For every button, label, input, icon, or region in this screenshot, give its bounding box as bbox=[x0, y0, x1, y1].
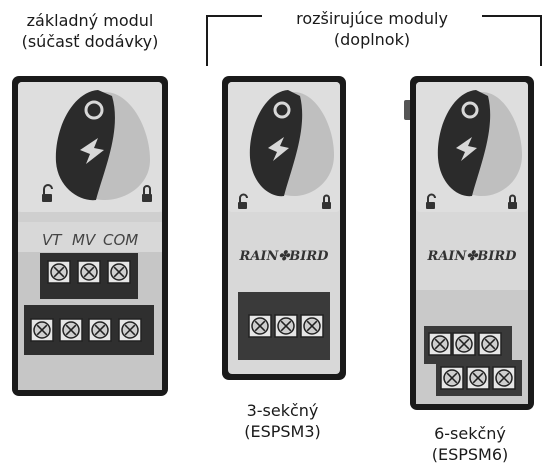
rain-bird-logo: RAIN✤BIRD bbox=[427, 249, 518, 264]
terminal-label-com: COM bbox=[103, 231, 138, 249]
lock-icon bbox=[508, 194, 517, 209]
terminal-screw bbox=[30, 318, 54, 342]
terminal-screw bbox=[248, 314, 272, 338]
base-module-label: základný modul (súčasť dodávky) bbox=[0, 10, 180, 52]
terminal-screw bbox=[59, 318, 83, 342]
terminal-screw bbox=[107, 260, 131, 284]
extension-modules-title: rozširujúce moduly bbox=[296, 9, 448, 28]
terminal-screw bbox=[77, 260, 101, 284]
module-6-station: RAIN✤BIRD bbox=[404, 76, 534, 410]
terminal-screw bbox=[47, 260, 71, 284]
base-module-subtitle: (súčasť dodávky) bbox=[21, 32, 159, 51]
terminal-screw bbox=[428, 332, 452, 356]
terminal-screw bbox=[466, 366, 490, 390]
terminal-screw bbox=[88, 318, 112, 342]
unlock-icon bbox=[42, 184, 53, 202]
terminal-screw bbox=[274, 314, 298, 338]
rain-bird-logo: RAIN✤BIRD bbox=[239, 249, 330, 264]
terminal-screw bbox=[300, 314, 324, 338]
terminal-screw bbox=[440, 366, 464, 390]
lock-key-icon bbox=[55, 90, 150, 201]
terminal-screws bbox=[30, 260, 142, 342]
unlock-icon bbox=[426, 193, 436, 209]
extension-modules-subtitle: (doplnok) bbox=[333, 30, 411, 49]
module-6-station-label: 6-sekčný (ESPSM6) bbox=[400, 423, 540, 465]
module-3-station: RAIN✤BIRD bbox=[222, 76, 346, 380]
terminal-screw bbox=[118, 318, 142, 342]
module-6-station-model: (ESPSM6) bbox=[431, 445, 509, 464]
terminal-screw bbox=[452, 332, 476, 356]
module-3-station-title: 3-sekčný bbox=[246, 401, 319, 420]
extension-bracket bbox=[206, 15, 542, 66]
lock-icon bbox=[322, 194, 331, 209]
terminal-label-mv: MV bbox=[72, 231, 97, 249]
terminal-screws bbox=[428, 332, 516, 390]
base-module: VT MV COM bbox=[12, 76, 168, 396]
lock-key-icon bbox=[437, 90, 522, 197]
lock-key-icon bbox=[249, 90, 334, 197]
unlock-icon bbox=[238, 193, 248, 209]
base-module-title: základný modul bbox=[26, 11, 154, 30]
module-3-station-label: 3-sekčný (ESPSM3) bbox=[215, 400, 350, 442]
module-6-station-title: 6-sekčný bbox=[434, 424, 506, 443]
terminal-label-vt: VT bbox=[42, 231, 63, 249]
lock-icon bbox=[142, 185, 152, 202]
terminal-screws bbox=[248, 314, 324, 338]
terminal-screw bbox=[478, 332, 502, 356]
extension-modules-label: rozširujúce moduly (doplnok) bbox=[272, 8, 472, 50]
terminal-screw bbox=[492, 366, 516, 390]
module-3-station-model: (ESPSM3) bbox=[244, 422, 321, 441]
